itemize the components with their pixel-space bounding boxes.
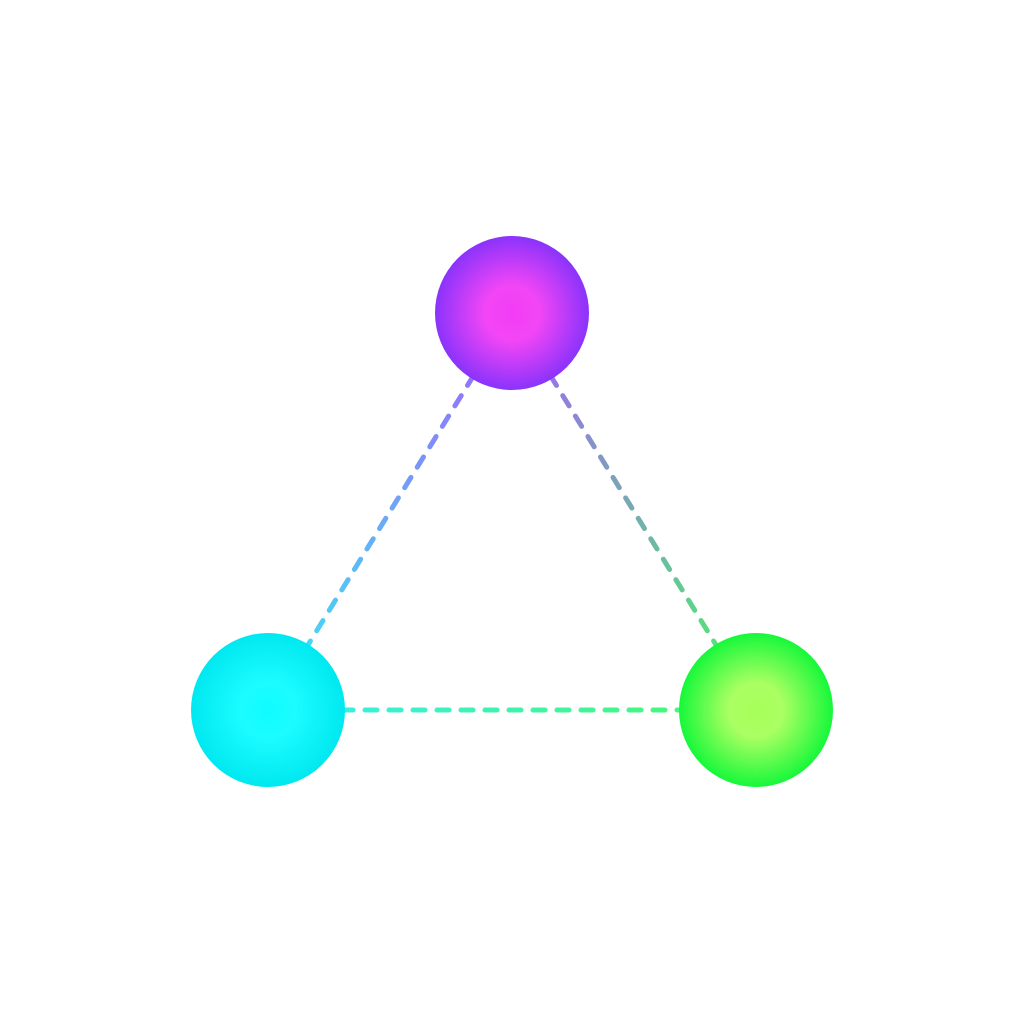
- connections: [303, 372, 721, 713]
- node-left: [191, 633, 345, 787]
- edge-top-left: [303, 372, 477, 651]
- node-top: [435, 236, 589, 390]
- nodes: [191, 236, 833, 787]
- node-right: [679, 633, 833, 787]
- edge-top-right: [547, 372, 721, 651]
